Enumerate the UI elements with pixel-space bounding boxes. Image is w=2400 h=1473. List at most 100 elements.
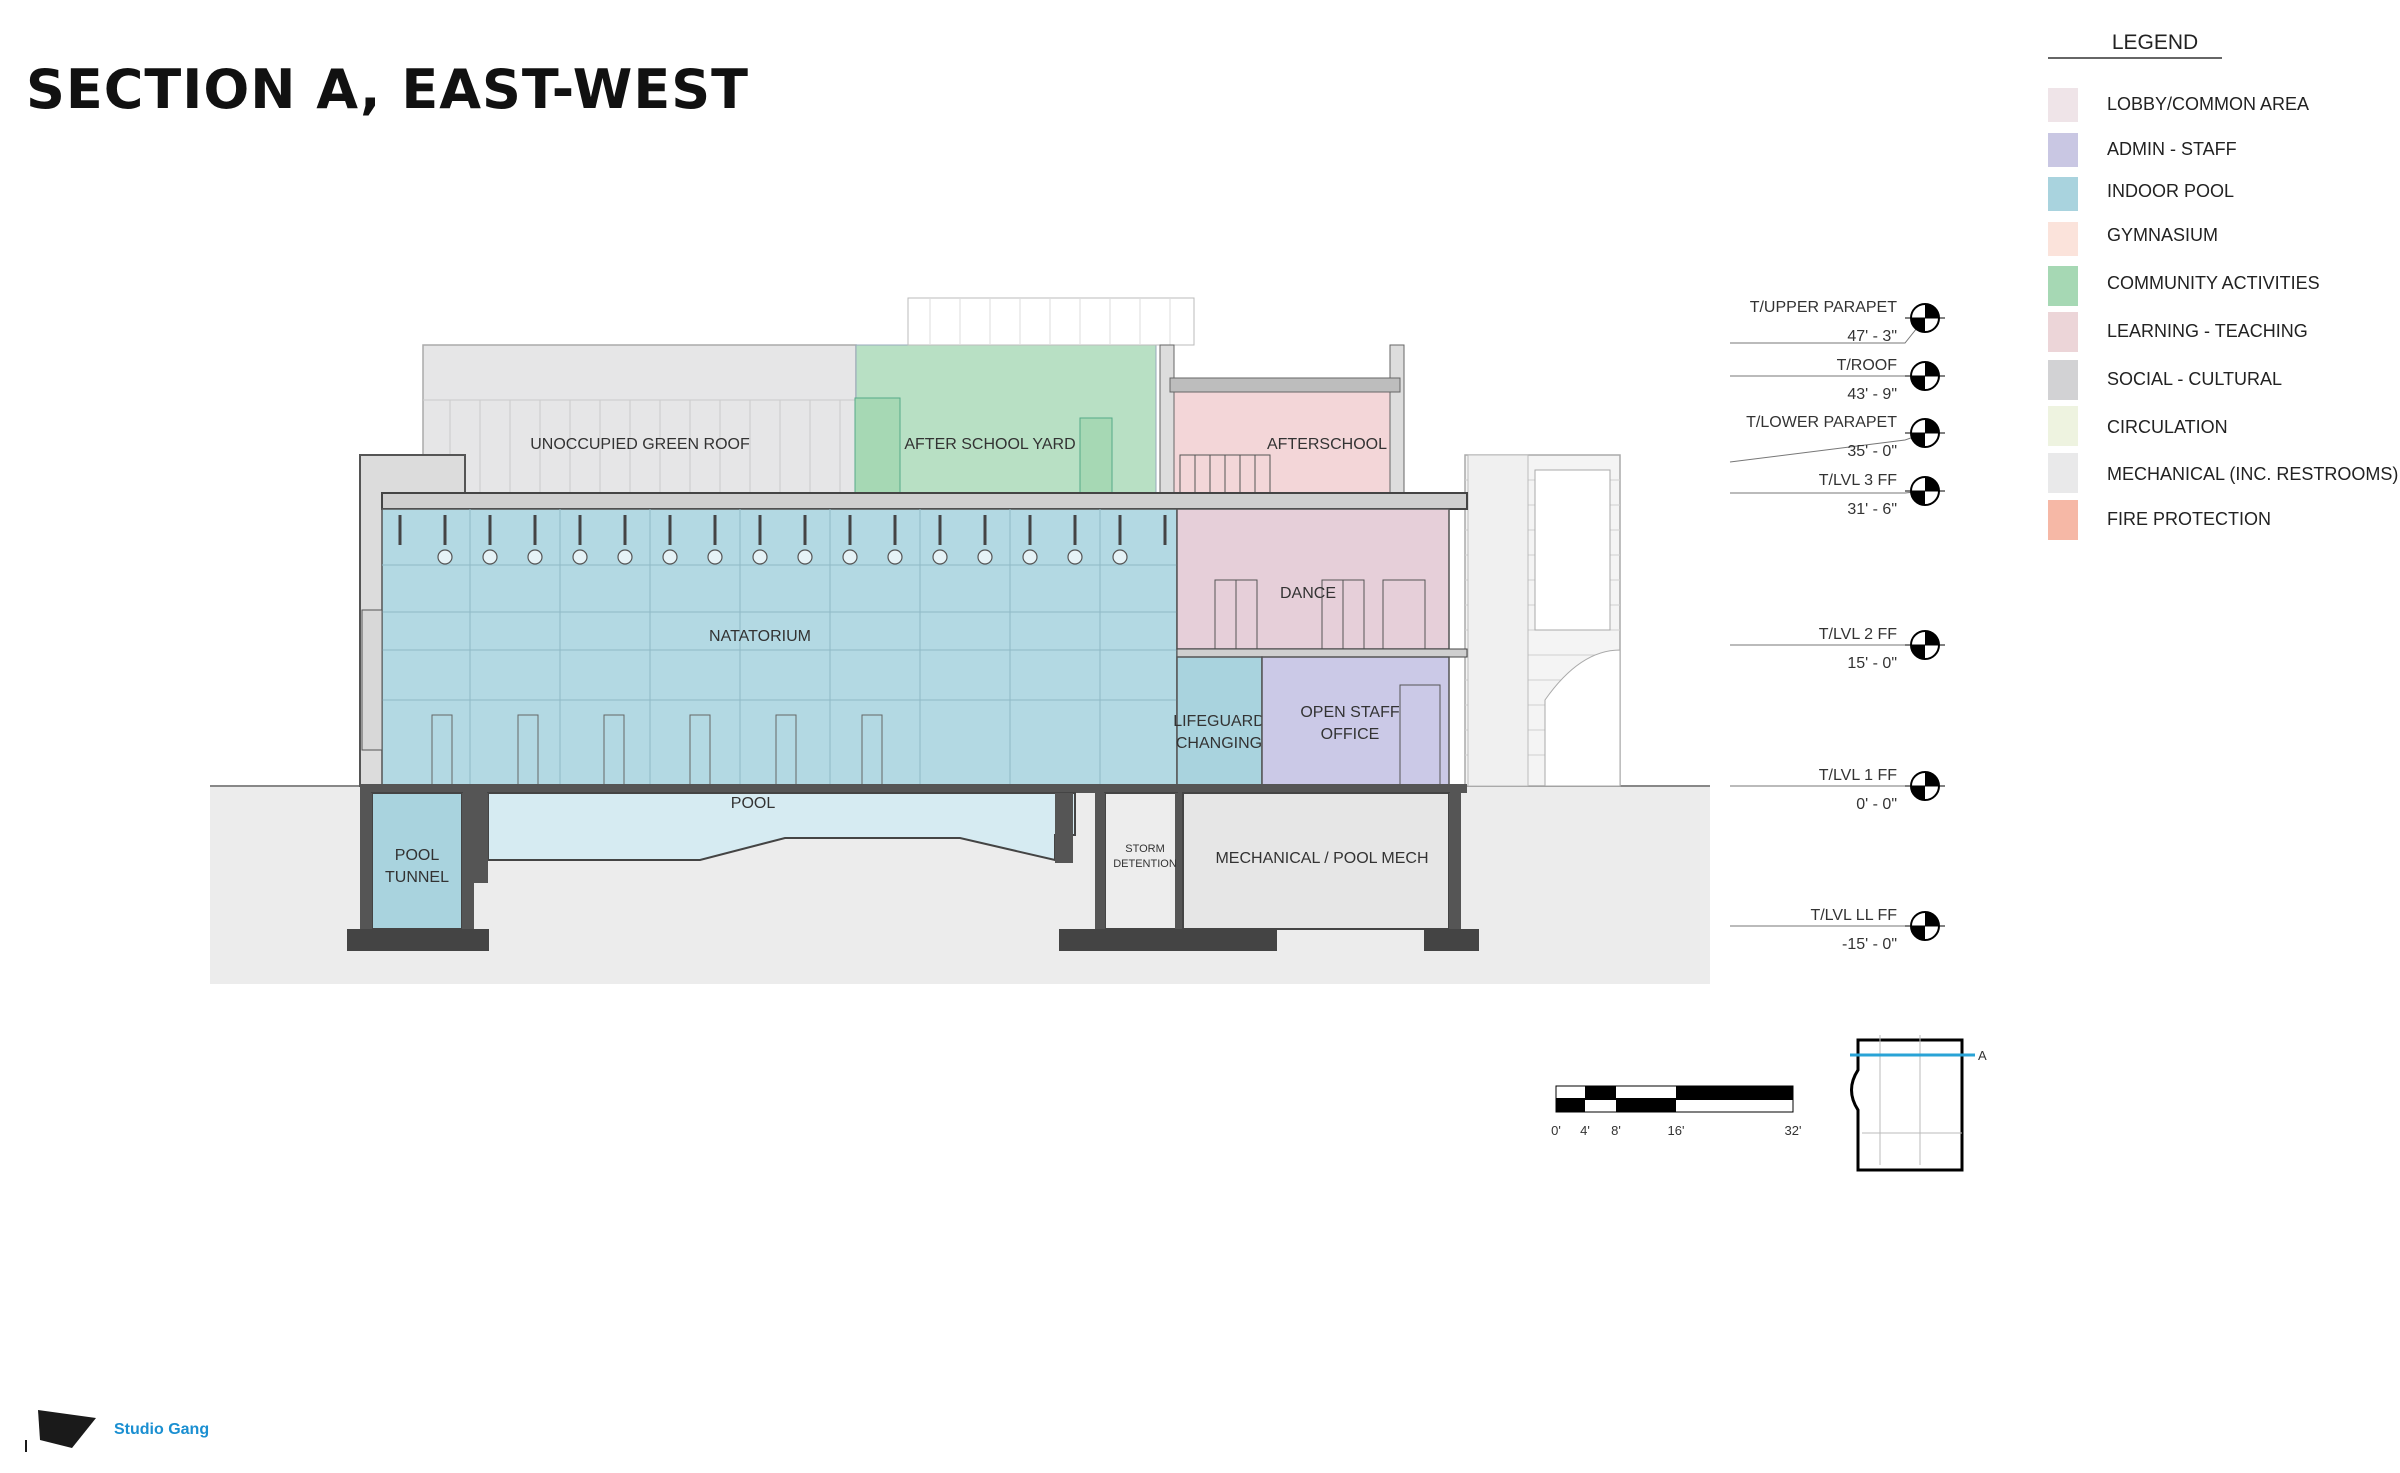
legend-swatch-gym bbox=[2048, 222, 2078, 256]
legend-title: LEGEND bbox=[2112, 31, 2198, 54]
pool-tunnel-wall-right bbox=[462, 793, 474, 929]
legend-label-learning: LEARNING - TEACHING bbox=[2107, 321, 2308, 341]
lifeguard-zone bbox=[1176, 656, 1263, 787]
level-elev-lvl3: 31' - 6" bbox=[1847, 501, 1897, 518]
level-elev-upper-parapet: 47' - 3" bbox=[1847, 328, 1897, 345]
level-name-lvl1: T/LVL 1 FF bbox=[1819, 767, 1897, 784]
section-cut-marker: A bbox=[1978, 1048, 1987, 1063]
green-roof-hatch bbox=[423, 399, 856, 493]
yard-stair-door bbox=[854, 397, 901, 494]
mech-wall-right bbox=[1449, 793, 1461, 929]
dance-zone bbox=[1176, 508, 1450, 650]
natatorium-west-door bbox=[361, 609, 383, 751]
level-elev-lvl1: 0' - 0" bbox=[1856, 796, 1897, 813]
level-elev-roof: 43' - 9" bbox=[1847, 386, 1897, 403]
level-elev-lvl2: 15' - 0" bbox=[1847, 655, 1897, 672]
room-label-office: OFFICE bbox=[1321, 726, 1380, 743]
yard-screen-lines bbox=[929, 298, 1171, 345]
room-label-changing: CHANGING bbox=[1176, 735, 1262, 752]
level1-slab bbox=[360, 784, 1467, 793]
studio-gang-wordmark: Studio Gang bbox=[114, 1421, 210, 1438]
scale-bar: 0' 4' 8' 16' 32' bbox=[1551, 1085, 1802, 1138]
legend-label-social: SOCIAL - CULTURAL bbox=[2107, 369, 2282, 389]
room-label-green-roof: UNOCCUPIED GREEN ROOF bbox=[530, 436, 750, 453]
scale-tick-8: 8' bbox=[1611, 1123, 1621, 1138]
room-label-after-school-yard: AFTER SCHOOL YARD bbox=[904, 436, 1075, 453]
legend-label-community: COMMUNITY ACTIVITIES bbox=[2107, 273, 2320, 293]
roof-slab bbox=[381, 492, 1468, 510]
legend-label-fire: FIRE PROTECTION bbox=[2107, 509, 2271, 529]
pool-wall-right bbox=[1055, 793, 1073, 863]
legend-label-lobby: LOBBY/COMMON AREA bbox=[2107, 94, 2309, 114]
footing-right bbox=[1424, 929, 1479, 951]
afterschool-parapet-left bbox=[1159, 344, 1175, 494]
legend-label-pool: INDOOR POOL bbox=[2107, 181, 2234, 201]
neighbor-arch bbox=[1544, 649, 1621, 787]
level-elev-lvl-ll: -15' - 0" bbox=[1842, 936, 1897, 953]
legend-swatch-social bbox=[2048, 360, 2078, 400]
legend-label-circulation: CIRCULATION bbox=[2107, 417, 2228, 437]
page-title: SECTION A, EAST-WEST bbox=[26, 58, 749, 121]
level-marker-lower-parapet: T/LOWER PARAPET 35' - 0" bbox=[1729, 414, 1945, 463]
level-name-lvl-ll: T/LVL LL FF bbox=[1810, 907, 1897, 924]
yard-bench bbox=[1079, 417, 1113, 494]
studio-gang-logo bbox=[25, 1410, 96, 1452]
legend-swatch-admin bbox=[2048, 133, 2078, 167]
level-markers: T/UPPER PARAPET 47' - 3" T/ROOF 43' - 9"… bbox=[1729, 299, 1945, 953]
after-school-yard-screen bbox=[907, 297, 1195, 346]
level-marker-lvl3: T/LVL 3 FF 31' - 6" bbox=[1730, 472, 1945, 518]
level-name-lvl3: T/LVL 3 FF bbox=[1819, 472, 1897, 489]
legend-swatch-lobby bbox=[2048, 88, 2078, 122]
scale-tick-16: 16' bbox=[1668, 1123, 1685, 1138]
room-label-natatorium: NATATORIUM bbox=[709, 628, 811, 645]
room-label-detention: DETENTION bbox=[1113, 858, 1177, 870]
level-marker-lvl2: T/LVL 2 FF 15' - 0" bbox=[1730, 626, 1945, 672]
scale-tick-32: 32' bbox=[1785, 1123, 1802, 1138]
pool-tunnel-footing bbox=[347, 929, 489, 951]
neighbor-brick-wall bbox=[1467, 454, 1529, 787]
pool-wall-left bbox=[474, 793, 488, 883]
legend: LEGEND LOBBY/COMMON AREA ADMIN - STAFF I… bbox=[2048, 31, 2398, 540]
legend-label-gym: GYMNASIUM bbox=[2107, 225, 2218, 245]
afterschool-parapet-right bbox=[1389, 344, 1405, 494]
room-label-storm: STORM bbox=[1125, 843, 1165, 855]
pool-basin bbox=[487, 792, 1076, 862]
pool-tunnel-zone bbox=[371, 792, 463, 930]
afterschool-zone bbox=[1169, 389, 1401, 494]
open-staff-zone bbox=[1261, 656, 1450, 787]
natatorium-grid bbox=[382, 509, 1177, 786]
legend-swatch-learning bbox=[2048, 312, 2078, 352]
key-plan: A bbox=[1850, 1035, 1987, 1172]
pool-tunnel-wall-left bbox=[360, 793, 372, 929]
room-label-mechanical: MECHANICAL / POOL MECH bbox=[1215, 850, 1428, 867]
room-label-dance: DANCE bbox=[1280, 585, 1336, 602]
legend-swatch-mechanical bbox=[2048, 453, 2078, 493]
level-name-lvl2: T/LVL 2 FF bbox=[1819, 626, 1897, 643]
room-label-pool-tunnel-2: TUNNEL bbox=[385, 869, 449, 886]
level-name-upper-parapet: T/UPPER PARAPET bbox=[1750, 299, 1898, 316]
level-marker-lvl1: T/LVL 1 FF 0' - 0" bbox=[1730, 767, 1945, 813]
storm-wall-left bbox=[1095, 793, 1105, 929]
level2-slab bbox=[1176, 648, 1468, 658]
legend-swatch-pool bbox=[2048, 177, 2078, 211]
level-name-lower-parapet: T/LOWER PARAPET bbox=[1746, 414, 1897, 431]
level-marker-upper-parapet: T/UPPER PARAPET 47' - 3" bbox=[1730, 299, 1945, 345]
legend-swatch-circulation bbox=[2048, 406, 2078, 446]
legend-swatch-community bbox=[2048, 266, 2078, 306]
legend-label-mechanical: MECHANICAL (INC. RESTROOMS) bbox=[2107, 464, 2398, 484]
natatorium-zone bbox=[381, 508, 1178, 787]
legend-label-admin: ADMIN - STAFF bbox=[2107, 139, 2237, 159]
level-elev-lower-parapet: 35' - 0" bbox=[1847, 443, 1897, 460]
legend-swatch-fire bbox=[2048, 500, 2078, 540]
natatorium-light-fixtures bbox=[437, 549, 1128, 565]
natatorium-beams bbox=[398, 515, 1167, 545]
room-label-pool-tunnel-1: POOL bbox=[395, 847, 440, 864]
afterschool-roof bbox=[1169, 377, 1401, 393]
room-label-afterschool: AFTERSCHOOL bbox=[1267, 436, 1387, 453]
green-roof-zone bbox=[422, 344, 857, 494]
level-name-roof: T/ROOF bbox=[1837, 357, 1898, 374]
footing-center bbox=[1059, 929, 1277, 951]
room-label-lifeguard: LIFEGUARD bbox=[1173, 713, 1265, 730]
level-marker-lvl-ll: T/LVL LL FF -15' - 0" bbox=[1730, 907, 1945, 953]
